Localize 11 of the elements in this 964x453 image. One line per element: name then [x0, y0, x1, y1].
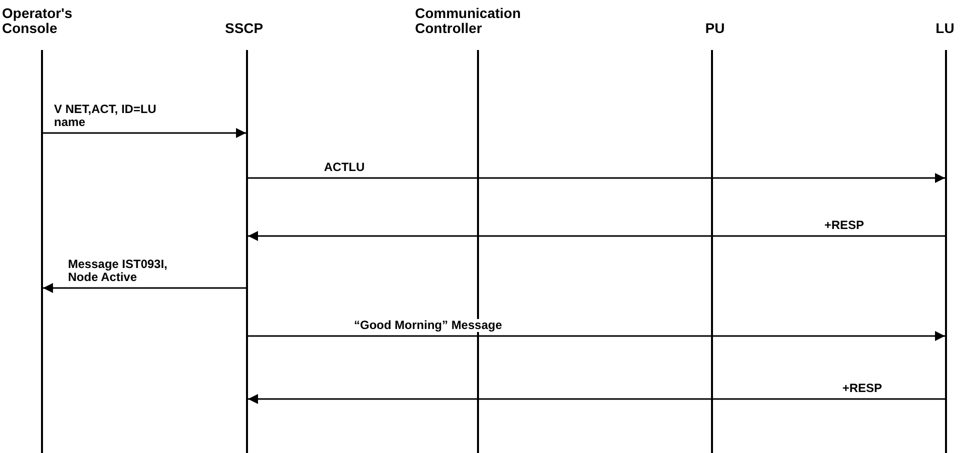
- lifeline-header: Communication Controller: [415, 6, 522, 36]
- message-arrow: [248, 231, 945, 241]
- message-arrow: [248, 173, 945, 183]
- lifeline-header: SSCP: [225, 21, 264, 36]
- lifeline-header: Operator's Console: [2, 6, 74, 36]
- lifeline-header: LU: [934, 21, 956, 36]
- message-arrow: [248, 394, 945, 404]
- message-arrow: [248, 331, 945, 341]
- lifeline-header: PU: [704, 21, 726, 36]
- message-arrow: [43, 128, 246, 138]
- message-arrow: [43, 283, 246, 293]
